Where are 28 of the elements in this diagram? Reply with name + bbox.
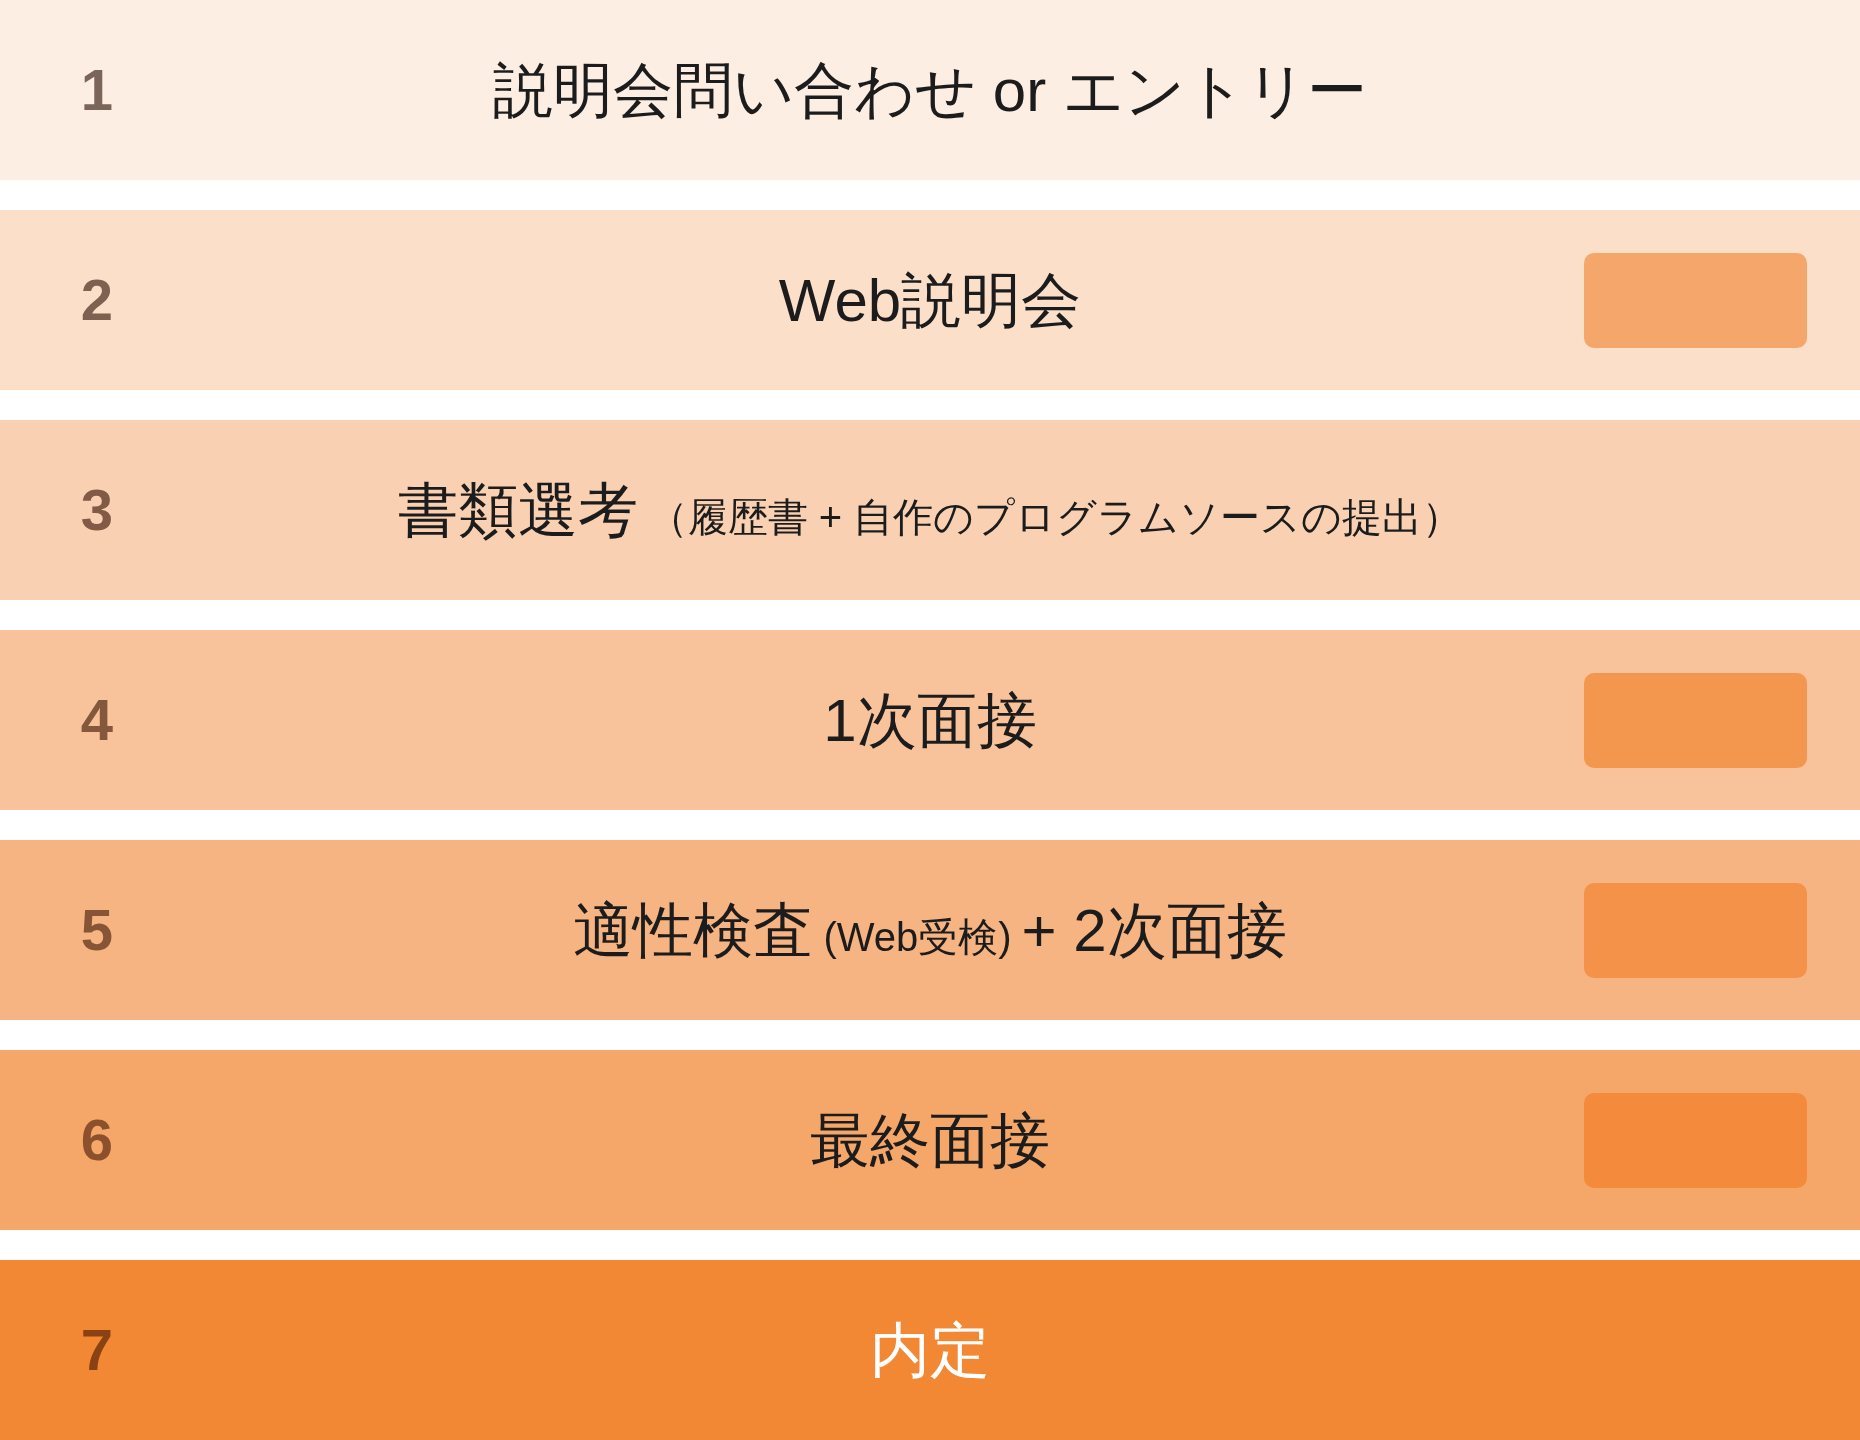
step-number: 5 xyxy=(79,901,115,959)
step-number: 4 xyxy=(79,691,115,749)
step-band xyxy=(0,0,1860,180)
step-number: 6 xyxy=(79,1111,115,1169)
step-band xyxy=(0,1050,1860,1230)
step-label: Web説明会 xyxy=(778,265,1082,335)
step-note: (Web受検) xyxy=(823,913,1012,960)
step-label: 最終面接 xyxy=(810,1105,1050,1175)
step-number: 2 xyxy=(79,271,115,329)
step-number: 7 xyxy=(79,1321,115,1379)
rounded-tag xyxy=(1584,673,1807,768)
step-band xyxy=(0,420,1860,600)
step-band xyxy=(0,630,1860,810)
step-number: 1 xyxy=(79,61,115,119)
step-band xyxy=(0,1260,1860,1440)
step-label: 適性検査 xyxy=(573,895,814,965)
step-band xyxy=(0,840,1860,1020)
step-label: + 2次面接 xyxy=(1021,895,1287,965)
step-band xyxy=(0,210,1860,390)
rounded-tag xyxy=(1584,253,1807,348)
step-label: 内定 xyxy=(870,1315,990,1385)
step-label: 1次面接 xyxy=(823,685,1037,755)
step-number: 3 xyxy=(79,481,115,539)
step-label: 説明会問い合わせ or エントリー xyxy=(493,55,1367,125)
step-note: （履歴書 + 自作のプログラムソースの提出） xyxy=(647,493,1463,540)
rounded-tag xyxy=(1584,883,1807,978)
step-label: 書類選考 xyxy=(397,475,638,545)
rounded-tag xyxy=(1584,1093,1807,1188)
